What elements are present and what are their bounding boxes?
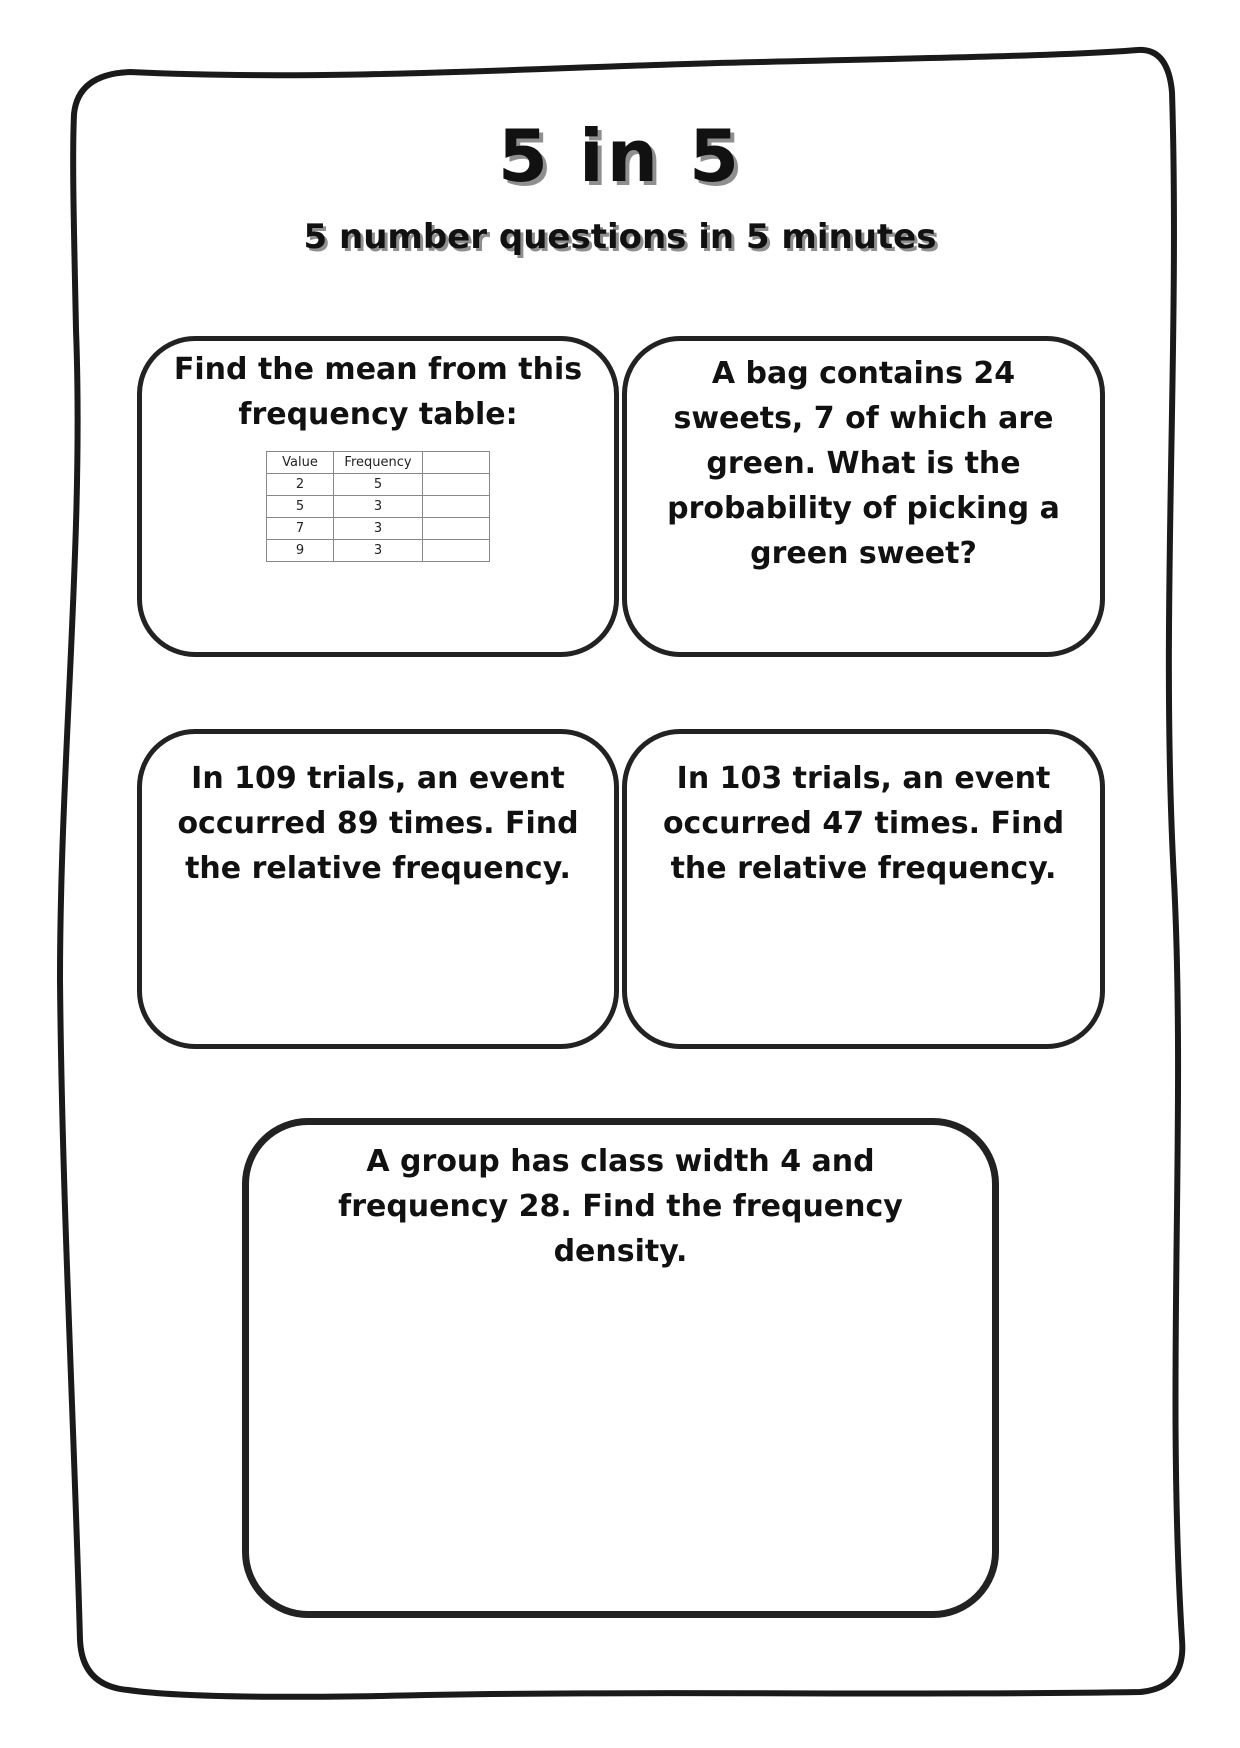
question-card-4: In 103 trials, an event occurred 47 time… [622, 729, 1105, 1049]
table-cell: 5 [333, 473, 423, 496]
question-text: Find the mean from this frequency table: [173, 352, 583, 432]
table-cell [422, 517, 490, 540]
table-cell: 7 [266, 517, 334, 540]
column-header-value: Value [266, 451, 334, 474]
question-card-1: Find the mean from this frequency table:… [137, 336, 619, 657]
table-cell: 3 [333, 539, 423, 562]
table-cell: 9 [266, 539, 334, 562]
table-row: 5 3 [266, 495, 490, 518]
frequency-table: Value Frequency 2 5 5 3 7 3 9 3 [266, 451, 490, 562]
question-card-3: In 109 trials, an event occurred 89 time… [137, 729, 619, 1049]
question-text: In 109 trials, an event occurred 89 time… [177, 761, 579, 886]
header: 5 in 5 5 number questions in 5 minutes [0, 120, 1240, 254]
table-cell: 2 [266, 473, 334, 496]
question-card-2: A bag contains 24 sweets, 7 of which are… [622, 336, 1105, 657]
question-card-5: A group has class width 4 and frequency … [242, 1118, 999, 1618]
table-cell: 3 [333, 517, 423, 540]
column-header-frequency: Frequency [333, 451, 423, 474]
table-cell: 5 [266, 495, 334, 518]
table-cell [422, 495, 490, 518]
table-cell [422, 473, 490, 496]
page-subtitle: 5 number questions in 5 minutes [303, 217, 937, 257]
question-text: A bag contains 24 sweets, 7 of which are… [667, 356, 1060, 571]
table-row: 2 5 [266, 473, 490, 496]
table-header-row: Value Frequency [266, 451, 490, 474]
table-cell [422, 539, 490, 562]
question-text: In 103 trials, an event occurred 47 time… [662, 761, 1065, 886]
table-row: 9 3 [266, 539, 490, 562]
column-header-blank [422, 451, 490, 474]
page-title: 5 in 5 [497, 114, 743, 198]
table-cell: 3 [333, 495, 423, 518]
table-row: 7 3 [266, 517, 490, 540]
question-text: A group has class width 4 and frequency … [338, 1144, 903, 1269]
